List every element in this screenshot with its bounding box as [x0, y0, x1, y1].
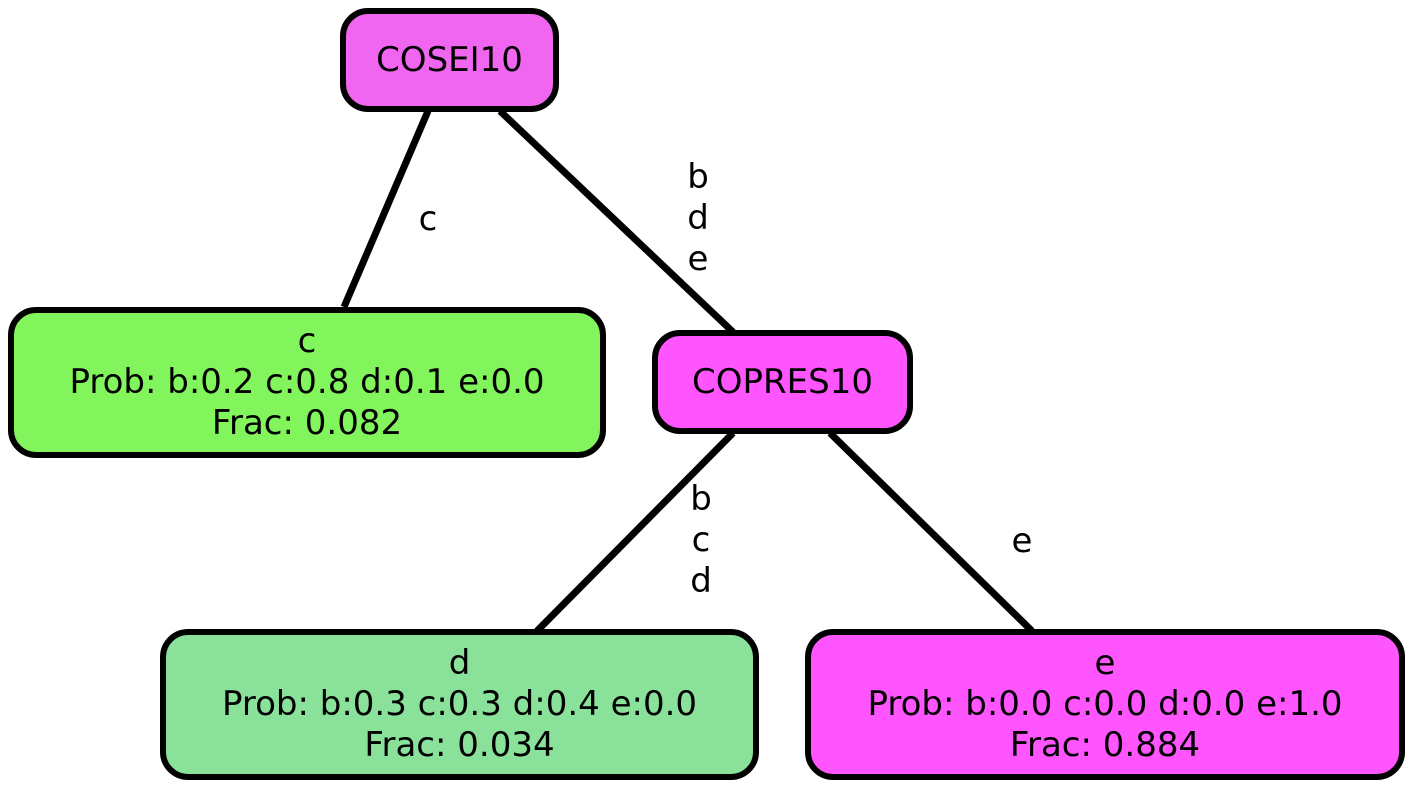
leaf-node-e: e Prob: b:0.0 c:0.0 d:0.0 e:1.0 Frac: 0.…	[805, 629, 1405, 780]
edge-label-line: e	[687, 239, 709, 279]
leaf-title: d	[448, 643, 471, 683]
edge-label-line: d	[687, 198, 709, 238]
edge-label-line: e	[1011, 521, 1033, 561]
edge-label-line: c	[418, 199, 438, 239]
edge-label-line: d	[690, 561, 712, 601]
edge-label-line: c	[691, 520, 711, 560]
edge-label-root-to-copres: b d e	[680, 157, 716, 280]
leaf-frac: Frac: 0.082	[211, 403, 403, 443]
node-cosei10: COSEI10	[340, 8, 559, 112]
edge-label-line: b	[687, 157, 709, 197]
edge-root-to-copres	[497, 108, 736, 335]
edge-label-root-to-c: c	[410, 199, 446, 240]
leaf-node-c: c Prob: b:0.2 c:0.8 d:0.1 e:0.0 Frac: 0.…	[8, 307, 606, 458]
leaf-frac: Frac: 0.884	[1009, 725, 1201, 765]
edge-copres-to-e	[827, 430, 1035, 634]
edge-copres-to-d	[534, 430, 736, 634]
leaf-title: e	[1094, 643, 1116, 683]
leaf-prob: Prob: b:0.3 c:0.3 d:0.4 e:0.0	[221, 684, 698, 724]
leaf-node-d: d Prob: b:0.3 c:0.3 d:0.4 e:0.0 Frac: 0.…	[160, 629, 759, 780]
leaf-prob: Prob: b:0.0 c:0.0 d:0.0 e:1.0	[867, 684, 1343, 724]
node-label: COPRES10	[692, 361, 873, 402]
node-copres10: COPRES10	[652, 330, 913, 434]
edge-label-copres-to-d: b c d	[683, 479, 719, 602]
node-label: COSEI10	[376, 39, 523, 80]
edge-label-line: b	[690, 479, 712, 519]
leaf-frac: Frac: 0.034	[364, 725, 555, 765]
leaf-prob: Prob: b:0.2 c:0.8 d:0.1 e:0.0	[69, 362, 545, 402]
edge-label-copres-to-e: e	[1004, 521, 1040, 562]
edge-root-to-c	[340, 109, 432, 309]
leaf-title: c	[297, 321, 317, 361]
